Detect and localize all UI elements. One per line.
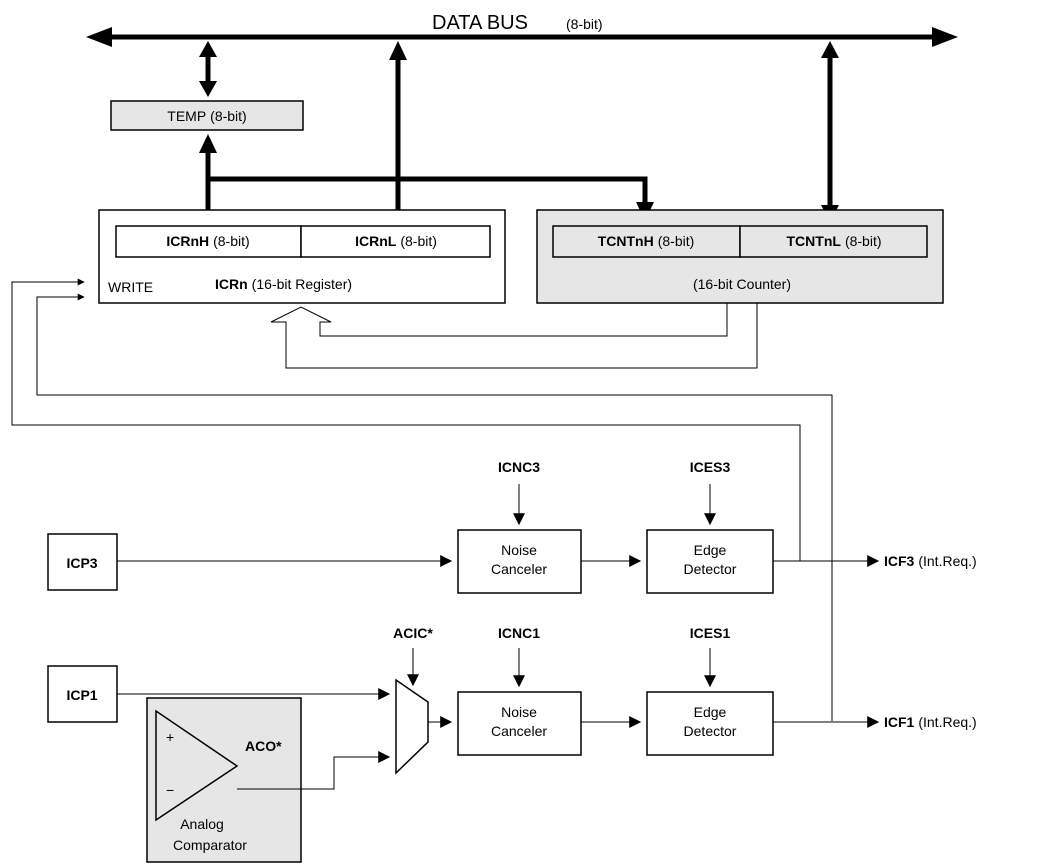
svg-text:ICRn(16-bit Register): ICRn(16-bit Register) [215,276,352,292]
icf1-note: (Int.Req.) [918,714,976,730]
tcntnh-register-box [552,225,741,258]
tcntnl-register-box [739,225,928,258]
ices1-label: ICES1 [690,625,731,641]
icrn-title-note: (16-bit Register) [252,276,352,292]
capture-channel-1: ICP1 ACIC* Noise Canceler ICNC1 Edge Det… [47,625,977,775]
icrnl-name: ICRnL [355,233,397,249]
temp-register: TEMP(8-bit) [110,100,304,131]
edge-detector-1-box [646,691,774,756]
icrn-title: ICRn [215,276,248,292]
svg-text:ICF3(Int.Req.): ICF3(Int.Req.) [884,553,977,569]
data-bus-width-note: (8-bit) [566,16,603,32]
noise-canceler-1-label-1: Noise [501,704,537,720]
svg-text:TCNTnH(8-bit): TCNTnH(8-bit) [598,233,695,249]
icp1-pin-label: ICP1 [66,687,97,703]
data-bus: DATA BUS (8-bit) [86,12,958,47]
svg-text:TCNTnL(8-bit): TCNTnL(8-bit) [787,233,882,249]
temp-register-name: TEMP [167,108,206,124]
icp3-pin-box [47,533,118,591]
temp-register-box [110,100,304,131]
comparator-plus-sign: + [166,729,174,745]
icrn-register: ICRnH(8-bit) ICRnL(8-bit) WRITE ICRn(16-… [98,209,506,304]
counter-to-icrn-hollow-arrow [270,303,758,369]
icnc1-label: ICNC1 [498,625,540,641]
comparator-minus-sign: − [166,782,174,798]
write-feedback-lines [11,278,833,721]
noise-canceler-3-label-1: Noise [501,542,537,558]
edge-detector-3-box [646,529,774,594]
comparator-triangle-icon [155,709,239,822]
comparator-label-2: Comparator [173,837,247,853]
input-mux [395,678,429,775]
comparator-label-1: Analog [180,816,224,832]
icnc3-label: ICNC3 [498,459,540,475]
aco-label: ACO* [245,738,282,754]
edge-detector-1-label-2: Detector [684,723,737,739]
temp-register-width: (8-bit) [210,108,247,124]
tcntnl-name: TCNTnL [787,233,842,249]
icp3-pin-label: ICP3 [66,555,97,571]
svg-text:TEMP(8-bit): TEMP(8-bit) [167,108,246,124]
edge-detector-3-label-1: Edge [694,542,727,558]
bus-tcntnl-link [821,41,839,222]
write-label: WRITE [108,279,153,295]
tcntn-counter-caption: (16-bit Counter) [693,276,791,292]
analog-comparator-box [146,697,302,863]
noise-canceler-1-label-2: Canceler [491,723,547,739]
edge-detector-3-label-2: Detector [684,561,737,577]
tcntnh-width: (8-bit) [658,233,695,249]
icf3-label: ICF3 [884,553,915,569]
icrnl-width: (8-bit) [400,233,437,249]
ices3-label: ICES3 [690,459,731,475]
icp1-pin-box [47,665,118,723]
acic-label: ACIC* [393,625,433,641]
data-bus-label: DATA BUS [432,12,528,34]
analog-comparator: + − ACO* Analog Comparator [146,697,391,863]
noise-canceler-1-box [457,691,582,756]
data-bus-left-arrowhead [86,27,112,47]
noise-canceler-3-label-2: Canceler [491,561,547,577]
icrnh-name: ICRnH [166,233,209,249]
noise-canceler-3-box [457,529,582,594]
icrnh-width: (8-bit) [213,233,250,249]
svg-text:ICF1(Int.Req.): ICF1(Int.Req.) [884,714,977,730]
aco-to-mux-line [237,751,391,790]
icrnl-to-bus-link [389,41,407,226]
tcntnh-name: TCNTnH [598,233,654,249]
data-bus-right-arrowhead [932,27,958,47]
icf1-label: ICF1 [884,714,915,730]
icrnl-register-box [300,225,491,258]
bus-temp-link [199,41,217,97]
capture-channel-3: ICP3 Noise Canceler ICNC3 Edge Detector … [47,459,977,594]
tcntnl-width: (8-bit) [845,233,882,249]
tcntn-counter: TCNTnH(8-bit) TCNTnL(8-bit) (16-bit Coun… [536,209,944,304]
svg-text:ICRnH(8-bit): ICRnH(8-bit) [166,233,249,249]
svg-text:ICRnL(8-bit): ICRnL(8-bit) [355,233,437,249]
edge-detector-1-label-1: Edge [694,704,727,720]
icf3-note: (Int.Req.) [918,553,976,569]
